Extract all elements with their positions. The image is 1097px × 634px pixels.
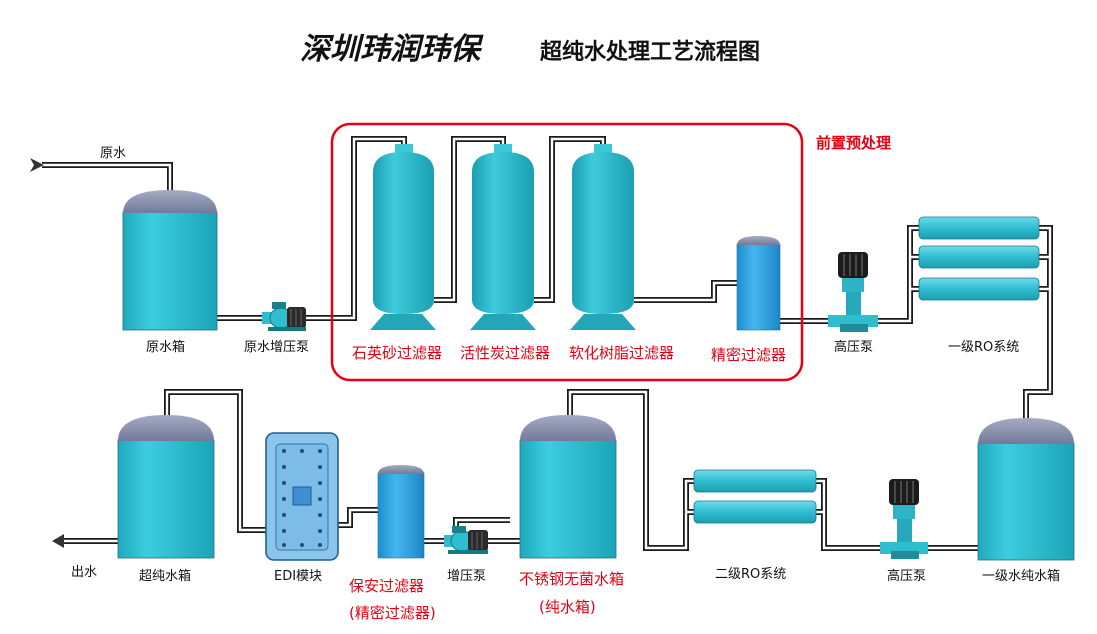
quartz-filter-label: 石英砂过滤器 <box>352 344 442 362</box>
raw-pump-label: 原水增压泵 <box>244 340 309 355</box>
brand-name: 深圳玮润玮保 <box>300 32 484 67</box>
stainless-sterile-tank <box>519 415 617 559</box>
carbon-filter-label: 活性炭过滤器 <box>460 344 550 362</box>
security-filter-sub-label: (精密过滤器) <box>349 604 436 622</box>
ro-1-label: 一级RO系统 <box>948 340 1019 355</box>
raw-water-pump <box>262 302 306 331</box>
page-title: 超纯水处理工艺流程图 <box>540 39 760 65</box>
water-outlet-label: 出水 <box>71 565 97 580</box>
outlet-arrow-icon <box>52 534 64 548</box>
pretreatment-label: 前置预处理 <box>816 134 891 152</box>
softener-label: 软化树脂过滤器 <box>569 344 674 362</box>
high-pressure-pump-2 <box>880 479 928 559</box>
activated-carbon-filter <box>470 144 536 330</box>
softener-resin-filter <box>570 144 636 330</box>
raw-water-tank <box>122 190 218 331</box>
raw-tank-label: 原水箱 <box>146 339 185 355</box>
pretreatment-frame <box>330 122 804 382</box>
edi-label: EDI模块 <box>274 569 322 584</box>
ro-2-label: 二级RO系统 <box>715 567 786 582</box>
edi-module <box>265 432 339 561</box>
quartz-sand-filter <box>370 144 436 330</box>
security-filter <box>377 465 425 559</box>
up-tank-label: 超纯水箱 <box>139 568 191 584</box>
booster-pump <box>444 526 488 554</box>
raw-water-inlet-label: 原水 <box>100 146 126 161</box>
ss-tank-label: 不锈钢无菌水箱 <box>519 570 624 588</box>
high-pressure-pump-1 <box>828 252 878 332</box>
pipe-network <box>42 136 1053 551</box>
ro-2-membranes <box>693 469 817 524</box>
security-filter-label: 保安过滤器 <box>349 577 424 595</box>
ro-1-membranes <box>918 216 1040 301</box>
ro1-tank-label: 一级水纯水箱 <box>982 568 1060 584</box>
ultrapure-water-tank <box>117 415 215 559</box>
hp-pump-1-label: 高压泵 <box>834 339 873 355</box>
ro-1-pure-water-tank <box>977 418 1075 561</box>
hp-pump-2-label: 高压泵 <box>887 568 926 584</box>
precision-filter <box>736 236 781 331</box>
precision-filter-label: 精密过滤器 <box>711 346 786 364</box>
boost-pump-label: 增压泵 <box>447 569 486 584</box>
ss-tank-sub-label: (纯水箱) <box>539 598 596 616</box>
inlet-arrow-icon <box>30 158 44 172</box>
